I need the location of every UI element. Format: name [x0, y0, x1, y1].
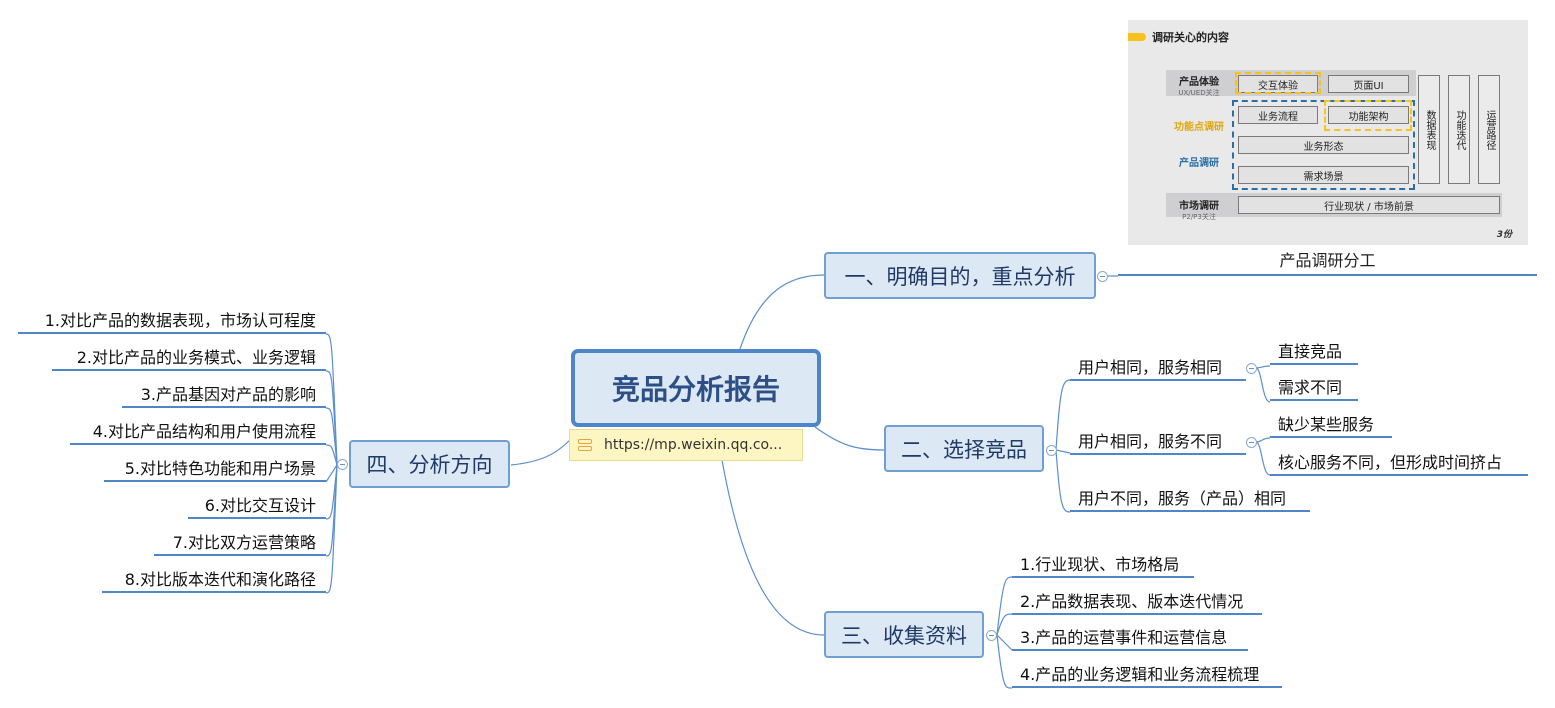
- cell-scene: 需求场景: [1238, 166, 1409, 184]
- title-marker: [1128, 33, 1146, 41]
- brand-logo: 3份: [1496, 230, 1512, 240]
- hyperlink-note[interactable]: https://mp.weixin.qq.co...: [569, 429, 803, 461]
- analysis-item-2[interactable]: 2.对比产品的业务模式、业务逻辑: [52, 345, 326, 371]
- vertical-ops: 运营路径: [1478, 75, 1500, 184]
- leaf-missing-services[interactable]: 缺少某些服务: [1270, 412, 1392, 438]
- cell-form: 业务形态: [1238, 136, 1409, 154]
- link-icon: [578, 438, 594, 452]
- cell-market: 行业现状 / 市场前景: [1238, 196, 1500, 214]
- analysis-item-1[interactable]: 1.对比产品的数据表现，市场认可程度: [18, 308, 326, 334]
- analysis-item-5[interactable]: 5.对比特色功能和用户场景: [104, 456, 326, 482]
- leaf-time-squeeze[interactable]: 核心服务不同，但形成时间挤占: [1270, 450, 1528, 476]
- branch-collect-label: 三、收集资料: [841, 623, 967, 648]
- row-label-feature: 功能点调研: [1174, 122, 1224, 133]
- image-title: 调研关心的内容: [1152, 31, 1229, 44]
- analysis-item-4[interactable]: 4.对比产品结构和用户使用流程: [70, 419, 326, 445]
- branch-analysis-label: 四、分析方向: [366, 453, 493, 477]
- collapse-toggle-icon[interactable]: [1246, 363, 1257, 374]
- collapse-toggle-icon[interactable]: [1246, 437, 1257, 448]
- branch-collect-materials[interactable]: 三、收集资料: [824, 611, 984, 658]
- product-dashed-box: [1232, 100, 1415, 190]
- branch-select-competitors[interactable]: 二、选择竞品: [884, 425, 1044, 472]
- feature-dashed-box: [1324, 100, 1412, 131]
- collect-item-3[interactable]: 3.产品的运营事件和运营信息: [1012, 625, 1248, 651]
- vertical-iteration: 功能迭代: [1448, 75, 1470, 184]
- collapse-toggle-icon[interactable]: [986, 630, 997, 641]
- cell-ui: 页面UI: [1328, 75, 1409, 93]
- sub-same-user-diff-service[interactable]: 用户相同，服务不同: [1070, 429, 1246, 455]
- collect-item-2[interactable]: 2.产品数据表现、版本迭代情况: [1012, 589, 1262, 615]
- leaf-different-demand[interactable]: 需求不同: [1270, 375, 1358, 401]
- collapse-toggle-icon[interactable]: [1097, 271, 1108, 282]
- branch-purpose-label: 一、明确目的，重点分析: [844, 264, 1076, 289]
- vertical-data: 数据表现: [1418, 75, 1440, 184]
- analysis-item-3[interactable]: 3.产品基因对产品的影响: [122, 382, 326, 408]
- row-label-product: 产品调研: [1179, 158, 1219, 169]
- sub-same-user-same-service[interactable]: 用户相同，服务相同: [1070, 355, 1246, 381]
- analysis-item-6[interactable]: 6.对比交互设计: [188, 493, 326, 519]
- sub-diff-user-same-service[interactable]: 用户不同，服务（产品）相同: [1070, 486, 1310, 512]
- cell-flow: 业务流程: [1238, 106, 1318, 124]
- collect-item-4[interactable]: 4.产品的业务逻辑和业务流程梳理: [1012, 662, 1282, 688]
- root-title: 竞品分析报告: [611, 373, 780, 406]
- analysis-item-8[interactable]: 8.对比版本迭代和演化路径: [102, 567, 326, 593]
- collapse-toggle-icon[interactable]: [337, 459, 348, 470]
- root-topic[interactable]: 竞品分析报告: [571, 349, 821, 427]
- analysis-item-7[interactable]: 7.对比双方运营策略: [154, 530, 326, 556]
- branch-purpose[interactable]: 一、明确目的，重点分析: [824, 252, 1096, 299]
- collapse-toggle-icon[interactable]: [1046, 445, 1057, 456]
- ux-dashed-box: [1235, 72, 1321, 94]
- collect-item-1[interactable]: 1.行业现状、市场格局: [1012, 552, 1194, 578]
- branch-analysis-direction[interactable]: 四、分析方向: [349, 440, 510, 488]
- image-caption: 产品调研分工: [1118, 248, 1537, 276]
- hyperlink-text[interactable]: https://mp.weixin.qq.co...: [604, 437, 783, 453]
- leaf-direct-competitor[interactable]: 直接竞品: [1270, 339, 1358, 365]
- branch-select-label: 二、选择竞品: [901, 437, 1027, 462]
- cell-arch: 功能架构: [1328, 106, 1409, 124]
